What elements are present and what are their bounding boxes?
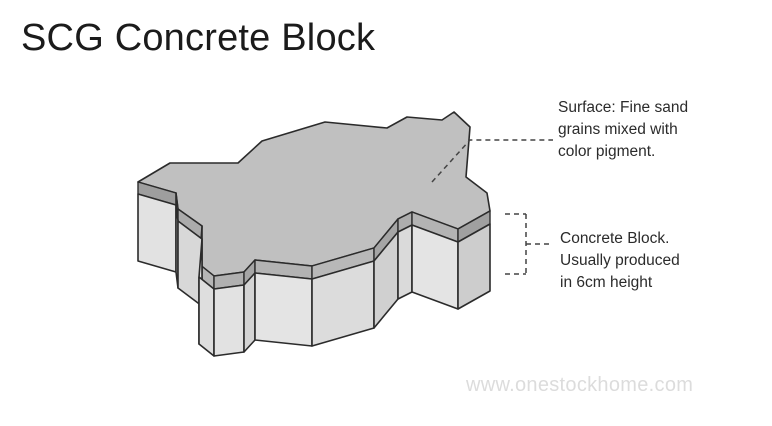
annotation-concrete-block-text: Concrete Block. Usually produced in 6cm …: [560, 230, 680, 291]
body-bottom-notch-face: [243, 272, 256, 353]
watermark-url: www.onestockhome.com: [466, 374, 694, 396]
surface-leader-path: [431, 139, 553, 183]
body-bottom-left-front-face: [213, 284, 245, 357]
body-left-arm-left-face: [137, 193, 177, 273]
body-right-arm-side-face: [457, 223, 491, 310]
body-bottom-left-corner-face: [198, 276, 215, 357]
body-right-arm-upper-face: [397, 224, 413, 300]
block-height-bracket: [505, 213, 553, 275]
annotation-surface-text: Surface: Fine sand grains mixed with col…: [558, 99, 689, 160]
page-title: SCG Concrete Block: [21, 17, 376, 59]
concrete-body-group: [137, 193, 491, 357]
surface-leader-line: [431, 139, 553, 183]
body-front-center-face: [254, 272, 313, 347]
